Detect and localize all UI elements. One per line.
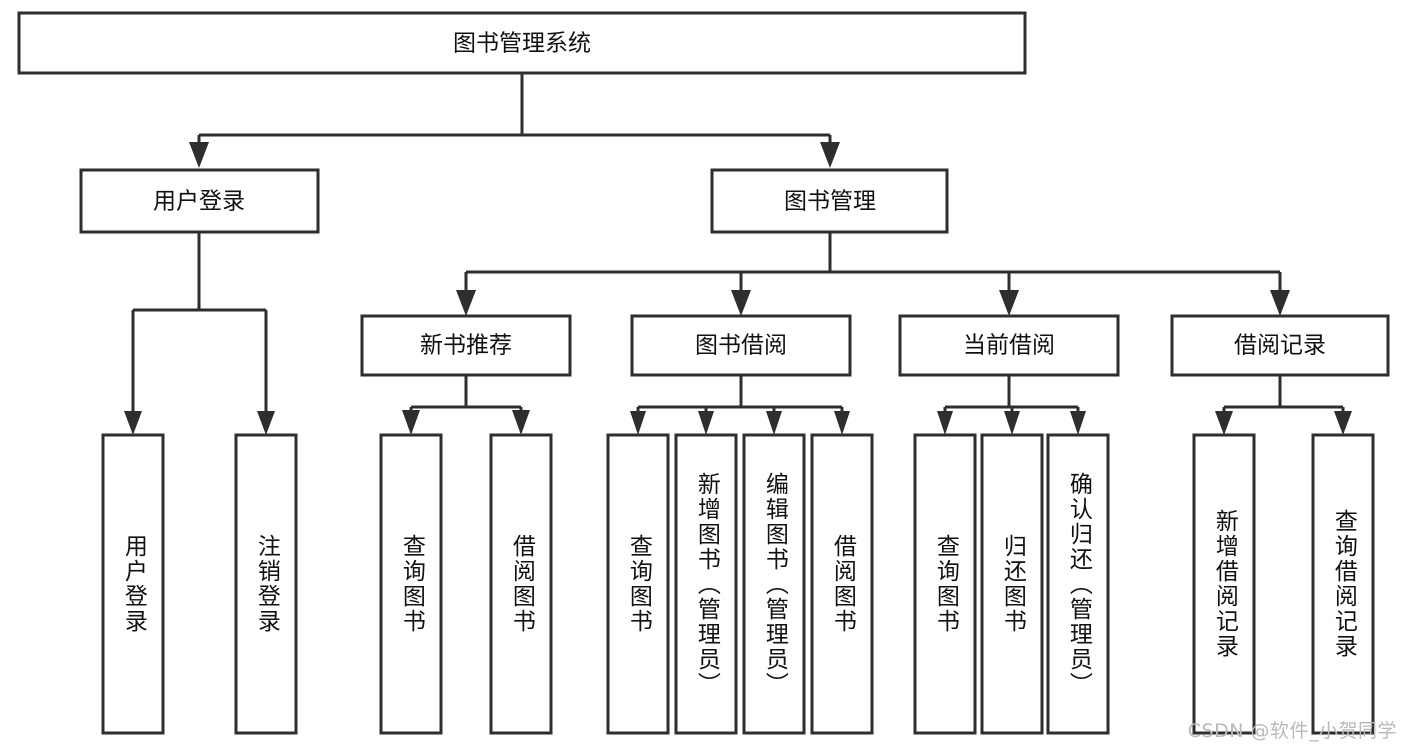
node-box-leaf-confirm-return[interactable] [1046,433,1110,735]
node-box-leaf-query-book-2[interactable] [606,433,670,735]
label-user-login: 用户登录 [153,189,245,215]
node-label-group: 图书管理系统 用户登录 图书管理 新书推荐 图书借阅 当前借阅 借阅记录 [153,31,1326,359]
node-box-leaf-add-record[interactable] [1192,433,1256,735]
arrowhead-leaf-add-record [1215,411,1233,435]
arrowhead-book-borrow [731,290,751,316]
arrowhead-current-borrow [999,290,1019,316]
node-box-leaf-return-book[interactable] [980,433,1044,735]
arrowhead-leaf-edit-book [766,411,782,435]
arrowhead-leaf-confirm-return [1070,411,1086,435]
arrowhead-leaf-return-book [1004,411,1020,435]
label-book-manage: 图书管理 [784,189,876,215]
arrowhead-leaf-borrow-book-2 [834,411,850,435]
node-box-leaf-borrow-book-1[interactable] [489,433,553,735]
arrowhead-user-login [189,142,209,168]
label-root: 图书管理系统 [453,31,591,57]
arrowhead-leaf-query-book-3 [937,411,953,435]
label-new-book-rec: 新书推荐 [420,333,512,359]
node-box-leaf-query-record[interactable] [1311,433,1375,735]
arrowhead-leaf-borrow-book-1 [512,410,530,435]
label-borrow-record: 借阅记录 [1234,333,1326,359]
arrowhead-leaf-user-login [124,411,142,435]
node-box-leaf-query-book-3[interactable] [913,433,977,735]
label-book-borrow: 图书借阅 [695,333,787,359]
csdn-watermark: CSDN @软件_小贺同学 [1187,720,1397,742]
node-box-borrow-record[interactable] [1170,314,1390,377]
node-box-new-book-rec[interactable] [360,314,572,377]
node-box-root[interactable] [17,11,1027,75]
arrowhead-leaf-logout [257,411,275,435]
node-box-group [17,11,1390,735]
node-box-leaf-logout[interactable] [234,433,298,735]
arrowhead-book-manage [820,142,840,168]
arrowhead-leaf-add-book [698,411,714,435]
node-box-book-manage[interactable] [710,168,949,234]
node-box-leaf-edit-book[interactable] [742,433,806,735]
node-box-book-borrow[interactable] [630,314,852,377]
arrowhead-new-book-rec [456,290,476,316]
node-box-leaf-add-book[interactable] [674,433,738,735]
node-box-leaf-borrow-book-2[interactable] [810,433,874,735]
arrowhead-borrow-record [1270,290,1290,316]
arrowhead-leaf-query-book-1 [402,410,420,435]
arrowhead-group [124,142,1352,435]
arrowhead-leaf-query-record [1334,411,1352,435]
node-box-user-login[interactable] [79,168,320,234]
node-box-current-borrow[interactable] [898,314,1120,377]
node-box-leaf-user-login[interactable] [101,433,165,735]
label-current-borrow: 当前借阅 [963,333,1055,359]
arrowhead-leaf-query-book-2 [630,411,646,435]
node-box-leaf-query-book-1[interactable] [379,433,443,735]
